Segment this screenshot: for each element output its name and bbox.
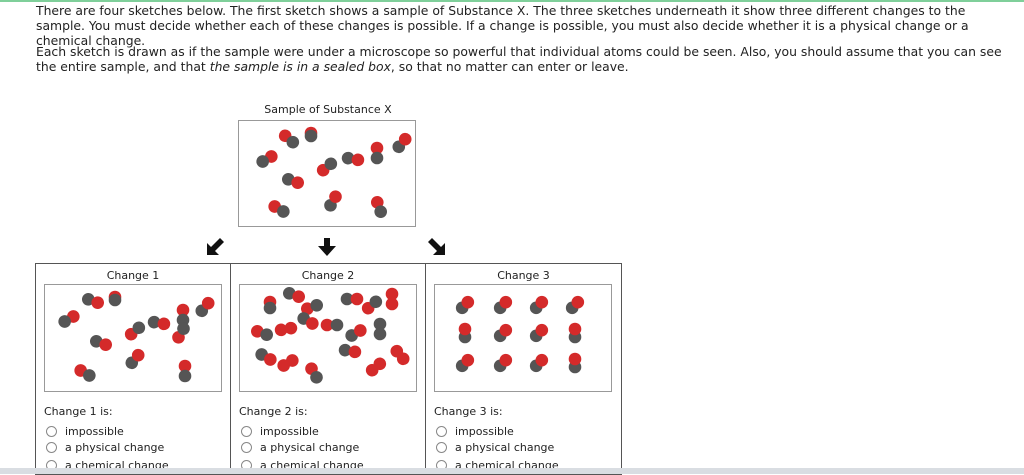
molecule [529, 353, 549, 373]
molecule [373, 317, 387, 341]
molecule [256, 150, 278, 168]
molecule [529, 323, 549, 343]
molecule [58, 310, 80, 328]
molecule [390, 344, 410, 366]
bottom-scrollbar-track [0, 468, 1024, 474]
radio-button[interactable] [436, 441, 447, 453]
molecule [565, 295, 585, 315]
instructions-text-b: , so that no matter can enter or leave. [390, 59, 629, 74]
molecule [124, 321, 146, 341]
change-1-option-impossible[interactable]: impossible [46, 424, 124, 438]
molecule [108, 290, 122, 307]
change-1-title: Change 1 [106, 269, 160, 282]
change-3-option-impossible[interactable]: impossible [436, 424, 514, 438]
molecule [304, 126, 318, 143]
molecule [341, 151, 365, 167]
sample-molecules [256, 126, 412, 218]
sample-sketch [238, 120, 416, 227]
change-1-label: Change 1 is: [44, 405, 113, 418]
molecule [458, 322, 472, 344]
option-label: a physical change [260, 440, 360, 454]
molecule [82, 292, 104, 310]
option-label: impossible [455, 424, 514, 438]
radio-button[interactable] [46, 425, 57, 437]
radio-button[interactable] [241, 425, 252, 437]
option-label: impossible [260, 424, 319, 438]
change-2-sketch [239, 284, 417, 392]
arrow-down-icon [318, 238, 336, 256]
change-3-label: Change 3 is: [434, 405, 503, 418]
change-2-option-impossible[interactable]: impossible [241, 424, 319, 438]
molecule [125, 348, 145, 370]
change-2-molecules [251, 286, 410, 384]
molecule [268, 200, 290, 218]
molecule [385, 287, 399, 311]
molecule [568, 322, 582, 344]
change-2-title: Change 2 [301, 269, 355, 282]
molecule [147, 315, 171, 331]
molecule [361, 295, 383, 315]
change-2-panel: Change 2 Change 2 is: impossible a physi… [230, 263, 426, 475]
molecule [392, 132, 412, 154]
molecule [365, 357, 387, 377]
arrow-down-left-icon [207, 238, 224, 255]
option-label: a physical change [455, 440, 555, 454]
molecule [568, 352, 582, 374]
molecule [320, 318, 344, 332]
molecule [90, 334, 112, 352]
radio-button[interactable] [436, 425, 447, 437]
molecule [283, 286, 305, 304]
instructions-paragraph-2: Each sketch is drawn as if the sample we… [36, 44, 1016, 74]
molecule [338, 343, 362, 359]
arrow-down-right-icon [428, 238, 445, 255]
molecule [455, 295, 475, 315]
instructions-emphasis: the sample is in a sealed box [209, 59, 391, 74]
molecule [345, 324, 367, 342]
radio-button[interactable] [241, 441, 252, 453]
molecule [370, 196, 388, 218]
molecule [195, 296, 215, 318]
molecule [455, 353, 475, 373]
molecule [263, 295, 277, 315]
change-2-label: Change 2 is: [239, 405, 308, 418]
molecule [74, 364, 96, 382]
molecule [316, 157, 338, 177]
molecule [305, 362, 323, 384]
option-label: a physical change [65, 440, 165, 454]
change-1-molecules [58, 290, 215, 383]
molecule [493, 323, 513, 343]
molecule [529, 295, 549, 315]
molecule [370, 141, 384, 165]
molecule [172, 322, 190, 344]
molecule [278, 129, 300, 149]
molecule [282, 172, 304, 190]
top-accent-line [0, 0, 1024, 2]
change-2-option-physical[interactable]: a physical change [241, 440, 359, 454]
change-1-sketch [44, 284, 222, 392]
option-label: impossible [65, 424, 124, 438]
molecule [251, 324, 273, 342]
change-3-sketch [434, 284, 612, 392]
molecule [255, 348, 277, 366]
change-3-panel: Change 3 Change 3 is: impossible a physi… [425, 263, 622, 475]
molecule [277, 354, 299, 372]
instructions-text-a: Each sketch is drawn as if the sample we… [36, 44, 1002, 74]
molecule [340, 292, 364, 306]
molecule [493, 295, 513, 315]
instructions-paragraph-1: There are four sketches below. The first… [36, 3, 969, 48]
molecule [301, 298, 323, 316]
molecule [297, 312, 319, 330]
change-3-molecules [455, 295, 585, 374]
change-3-title: Change 3 [497, 269, 550, 282]
sample-title: Sample of Substance X [264, 103, 392, 116]
change-1-panel: Change 1 Change 1 is: impossible a physi… [35, 263, 231, 475]
change-1-option-physical[interactable]: a physical change [46, 440, 164, 454]
molecule [493, 353, 513, 373]
molecule [178, 359, 192, 383]
molecule [324, 190, 342, 212]
molecule [274, 321, 298, 337]
radio-button[interactable] [46, 441, 57, 453]
change-3-option-physical[interactable]: a physical change [436, 440, 554, 454]
